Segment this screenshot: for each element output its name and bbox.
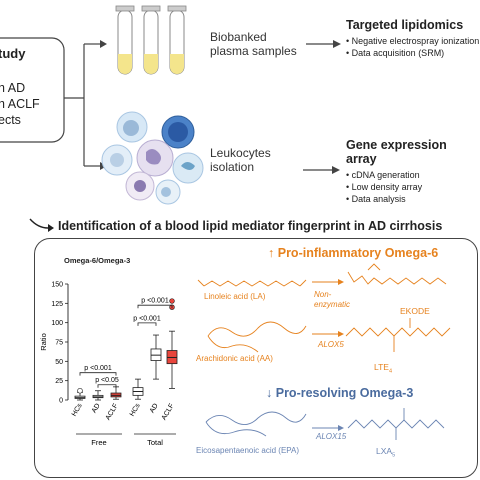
significance-bracket [137,322,157,326]
omega3-title-text: Pro-resolving Omega-3 [275,386,414,400]
study-title: tudy [0,46,26,61]
gene-bullet: • cDNA generation [346,170,420,180]
x-tick-label: HCs [71,402,84,418]
outlier-point [169,298,175,304]
group-label: Total [147,438,163,447]
x-tick-label: ACLF [105,403,120,422]
gene-title: Gene expression array [346,138,447,166]
test-tubes-icon [115,5,187,75]
p-value-label: p <0.001 [141,298,169,305]
nonenzymatic-label: Non- enzymatic [314,290,351,309]
study-group-hc: ects [0,113,21,127]
lipidomics-bullet: • Data acquisition (SRM) [346,48,445,58]
lte4-label: LTE4 [374,362,393,375]
gene-block: Gene expression array • cDNA generation … [346,138,480,205]
p-value-label: p <0.001 [133,315,161,322]
omega6-title: ↑ Pro-inflammatory Omega-6 [268,246,438,260]
arachidonic-label: Arachidonic acid (AA) [196,354,273,363]
significance-bracket [137,304,173,309]
results-panel [34,238,478,478]
omega6-title-text: Pro-inflammatory Omega-6 [277,246,439,260]
significance-bracket [79,372,117,376]
fingerprint-title: Identification of a blood lipid mediator… [58,219,443,233]
up-arrow-icon: ↑ [268,246,275,260]
x-tick-label: HCs [129,402,142,418]
lxa-label: LXA5 [376,446,396,459]
study-box [0,37,65,143]
study-group-aclf: h ACLF [0,97,40,111]
y-tick-label: 25 [55,378,63,385]
significance-bracket [97,384,117,388]
study-group-ad: h AD [0,81,26,95]
gene-bullet: • Data analysis [346,194,406,204]
alox15-label: ALOX15 [316,432,347,441]
alox5-label: ALOX5 [318,340,344,349]
y-tick-label: 75 [55,340,63,347]
leukocytes-label: Leukocytes isolation [210,146,271,174]
p-value-label: p <0.001 [84,365,112,372]
y-tick-label: 125 [51,301,63,308]
workflow-connectors [0,5,341,205]
lipidomics-block: Targeted lipidomics • Negative electrosp… [346,18,479,59]
y-tick-label: 100 [51,320,63,327]
x-tick-label: ACLF [161,403,176,422]
samples-label: Biobanked plasma samples [210,30,297,58]
chart-title: Omega-6/Omega-3 [64,256,131,265]
p-value-label: p <0.05 [95,377,119,384]
x-tick-label: AD [91,403,102,415]
linoleic-label: Linoleic acid (LA) [204,292,266,301]
lipidomics-title: Targeted lipidomics [346,18,464,32]
y-axis-label: Ratio [39,333,48,351]
x-tick-label: AD [149,403,160,415]
gene-bullet: • Low density array [346,182,423,192]
down-arrow-icon: ↓ [266,386,273,400]
y-tick-label: 0 [59,398,63,405]
epa-label: Eicosapentaenoic acid (EPA) [196,446,300,455]
y-tick-label: 150 [51,282,63,289]
lipidomics-bullet: • Negative electrospray ionization [346,36,480,46]
omega6-structures [197,263,451,353]
group-label: Free [91,438,106,447]
curved-arrow-icon [29,218,54,232]
omega3-structures [205,408,445,440]
leukocytes-icon [101,111,204,205]
ekode-label: EKODE [400,306,430,316]
y-tick-label: 50 [55,359,63,366]
omega3-title: ↓ Pro-resolving Omega-3 [266,386,413,400]
outlier-point [77,388,83,394]
